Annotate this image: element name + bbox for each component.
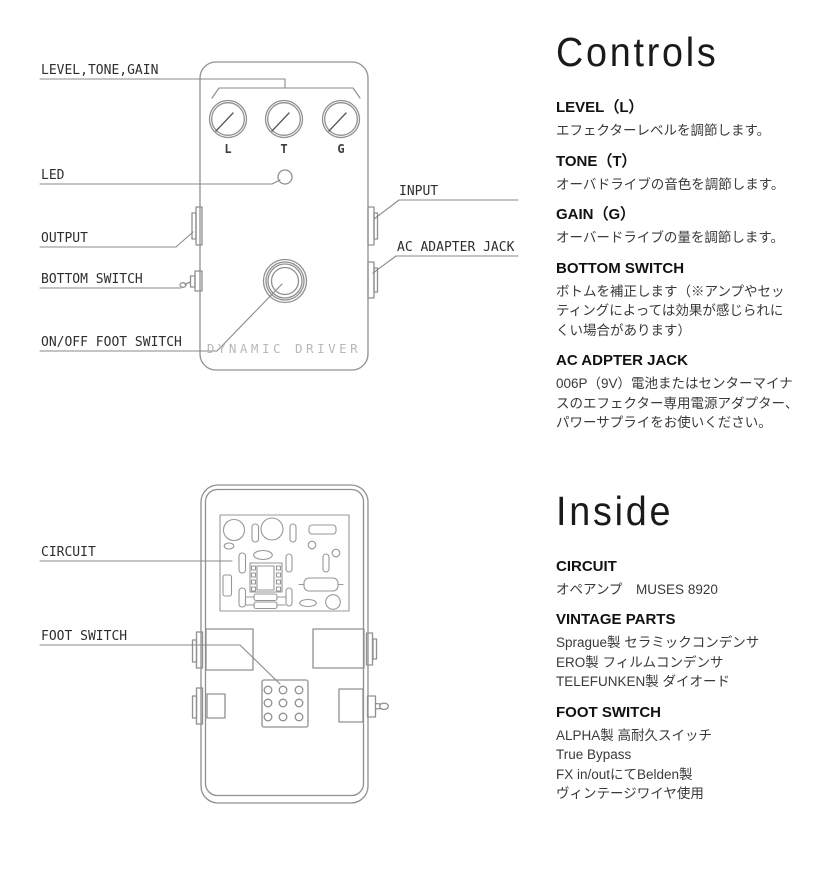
led-indicator [277, 169, 293, 185]
bottom-diagram-labels: CIRCUIT FOOT SWITCH [41, 545, 127, 644]
spec-text: ALPHA製 高耐久スイッチ [556, 727, 713, 743]
small-cap [307, 540, 317, 550]
pedal-diagrams: Zahnrad DYNAMIC DRIVER LEVEL,TONE,GAIN L… [39, 61, 519, 804]
spec-text: エフェクターレベルを調節します。 [556, 123, 771, 138]
spec-text: FX in/outにてBelden製 [556, 766, 693, 782]
spec-text: ヴィンテージワイヤ使用 [556, 786, 704, 801]
logo-subtitle: DYNAMIC DRIVER [207, 341, 361, 356]
resistor [289, 523, 297, 543]
spec-heading: CIRCUIT [556, 557, 617, 575]
spec-section-vintage-parts: VINTAGE PARTS Sprague製 セラミックコンデンサ ERO製 フ… [556, 611, 826, 692]
spec-heading: AC ADPTER JACK [556, 352, 688, 369]
label-output: OUTPUT [41, 231, 88, 246]
output-jack [191, 206, 203, 246]
resistor [238, 552, 247, 574]
film-cap [308, 524, 337, 535]
circuit-board [219, 514, 350, 612]
label-led: LED [41, 168, 65, 183]
small-cap [331, 548, 341, 558]
resistor [285, 553, 293, 573]
spec-text: TELEFUNKEN製 ダイオード [556, 674, 731, 689]
knob-letter-t: T [280, 142, 287, 156]
knob-letter-l: L [224, 142, 231, 156]
diode [223, 542, 235, 550]
spec-heading: FOOT SWITCH [556, 703, 661, 721]
zahnrad-logo: Zahnrad [199, 303, 362, 342]
spec-section-tone: TONE（T） オーバドライブの音色を調節します。 [556, 153, 826, 195]
label-circuit: CIRCUIT [41, 545, 96, 560]
spec-text: 006P（9V）電池またはセンターマイナ [556, 376, 793, 391]
spec-text: オーバドライブの音色を調節します。 [556, 176, 785, 192]
inner-jack-right [312, 628, 365, 669]
leader-lines-bottom [39, 560, 281, 685]
label-input: INPUT [399, 184, 438, 199]
spec-text: くい場合があります） [556, 322, 691, 338]
foot-switch-inside [261, 679, 309, 728]
small-block-left [206, 693, 226, 719]
pedal-top-view [39, 61, 519, 371]
inside-toggle-switch [338, 688, 389, 723]
pedal-inside-view [39, 484, 389, 804]
spec-text: True Bypass [556, 747, 632, 762]
spec-text: パワーサプライをお使いください。 [556, 415, 772, 430]
label-ac-adapter-jack: AC ADAPTER JACK [397, 240, 515, 255]
inside-title: Inside [556, 487, 674, 534]
label-foot-switch: FOOT SWITCH [41, 629, 127, 644]
spec-text: スのエフェクター専用電源アダプター、 [556, 395, 799, 411]
spec-section-ac-adapter: AC ADPTER JACK 006P（9V）電池またはセンターマイナ スのエフ… [556, 352, 826, 433]
capacitor [260, 517, 284, 541]
resistor [238, 587, 247, 608]
inside-body-inner [204, 488, 365, 797]
controls-title: Controls [556, 29, 719, 75]
spec-section-circuit: CIRCUIT オペアンプ MUSES 8920 [556, 558, 826, 600]
inside-body-outer [200, 484, 369, 804]
spec-heading: GAIN（G） [556, 206, 636, 223]
spec-text: オペアンプ MUSES 8920 [556, 581, 718, 597]
outer-jack-nuts [191, 631, 378, 725]
label-knobs-group: LEVEL,TONE,GAIN [41, 63, 158, 78]
pedal-body-outline [199, 61, 369, 371]
capacitor [222, 518, 246, 542]
spec-section-level: LEVEL（L） エフェクターレベルを調節します。 [556, 99, 826, 141]
capacitor [253, 549, 273, 561]
spec-section-bottom-switch: BOTTOM SWITCH ボトムを補正します（※アンプやセッ ティングによって… [556, 260, 826, 341]
knob-level [208, 99, 248, 139]
spec-column: Controls LEVEL（L） エフェクターレベルを調節します。 TONE（… [556, 30, 826, 816]
capacitor [325, 594, 341, 610]
spec-heading: TONE（T） [556, 152, 637, 170]
resistor [322, 553, 330, 573]
spec-heading: BOTTOM SWITCH [556, 259, 685, 277]
knob-letter-g: G [337, 142, 344, 156]
trimmer [245, 593, 286, 610]
bottom-switch-toggle [179, 270, 203, 292]
diode [299, 598, 317, 608]
resistor [285, 587, 293, 607]
resistor [251, 523, 260, 543]
spec-section-foot-switch: FOOT SWITCH ALPHA製 高耐久スイッチ True Bypass F… [556, 704, 826, 804]
spec-text: オーバードライブの量を調節します。 [556, 230, 785, 245]
leader-lines-top [39, 78, 519, 352]
input-jack [367, 206, 379, 246]
spec-section-gain: GAIN（G） オーバードライブの量を調節します。 [556, 206, 826, 248]
knob-gain [321, 99, 361, 139]
top-diagram-labels: LEVEL,TONE,GAIN LED OUTPUT BOTTOM SWITCH… [41, 63, 515, 350]
spec-text: ERO製 フィルムコンデンサ [556, 654, 724, 670]
spec-text: Sprague製 セラミックコンデンサ [556, 635, 760, 650]
spec-heading: LEVEL（L） [556, 99, 644, 116]
opamp-ic [249, 562, 283, 593]
spec-text: ティングによっては効果が感じられに [556, 303, 784, 318]
film-cap [222, 574, 233, 597]
label-on-off-foot-switch: ON/OFF FOOT SWITCH [41, 335, 182, 350]
spec-heading: VINTAGE PARTS [556, 611, 676, 628]
axial-capacitor [298, 577, 344, 592]
knob-tone [264, 99, 304, 139]
foot-switch-top-view [262, 258, 308, 304]
spec-text: ボトムを補正します（※アンプやセッ [556, 283, 785, 299]
label-bottom-switch: BOTTOM SWITCH [41, 272, 143, 287]
inner-jack-left [205, 628, 254, 671]
ac-adapter-jack [367, 261, 379, 299]
